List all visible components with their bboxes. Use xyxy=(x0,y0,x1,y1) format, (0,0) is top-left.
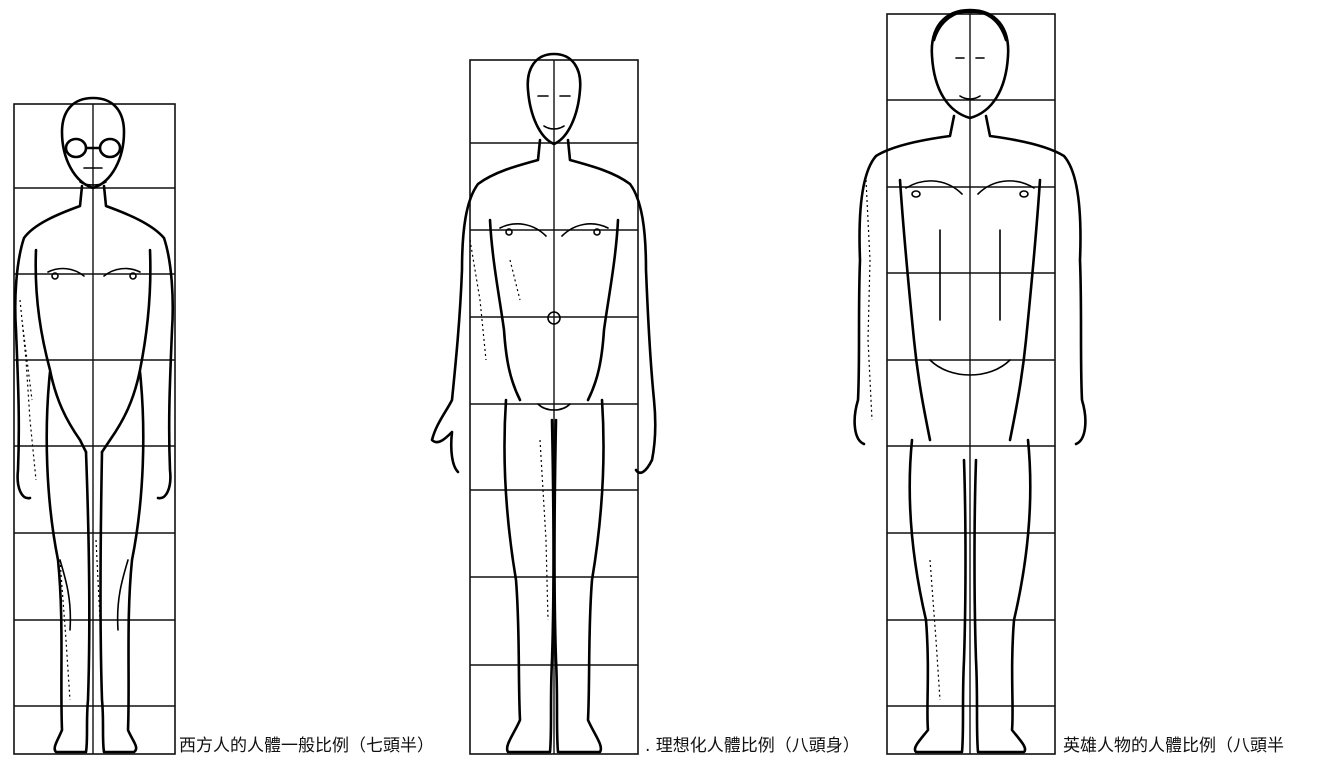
caption-figure-heroic: 英雄人物的人體比例（八頭半 xyxy=(1063,736,1284,756)
figure-heroic xyxy=(855,10,1086,754)
proportion-grid-1 xyxy=(14,104,175,754)
proportion-grid-3 xyxy=(887,14,1055,754)
caption-figure-eight-heads: . 理想化人體比例（八頭身） xyxy=(645,736,860,756)
figure-eight-heads xyxy=(432,54,655,754)
caption-figure-seven-heads: 西方人的人體一般比例（七頭半） xyxy=(179,736,434,756)
figure-seven-heads xyxy=(14,98,175,754)
human-figure-1 xyxy=(15,98,172,752)
proportion-grid-2 xyxy=(470,60,638,754)
shading-2 xyxy=(470,240,548,620)
anatomy-detail-1 xyxy=(48,168,140,630)
human-figure-2 xyxy=(432,54,655,752)
